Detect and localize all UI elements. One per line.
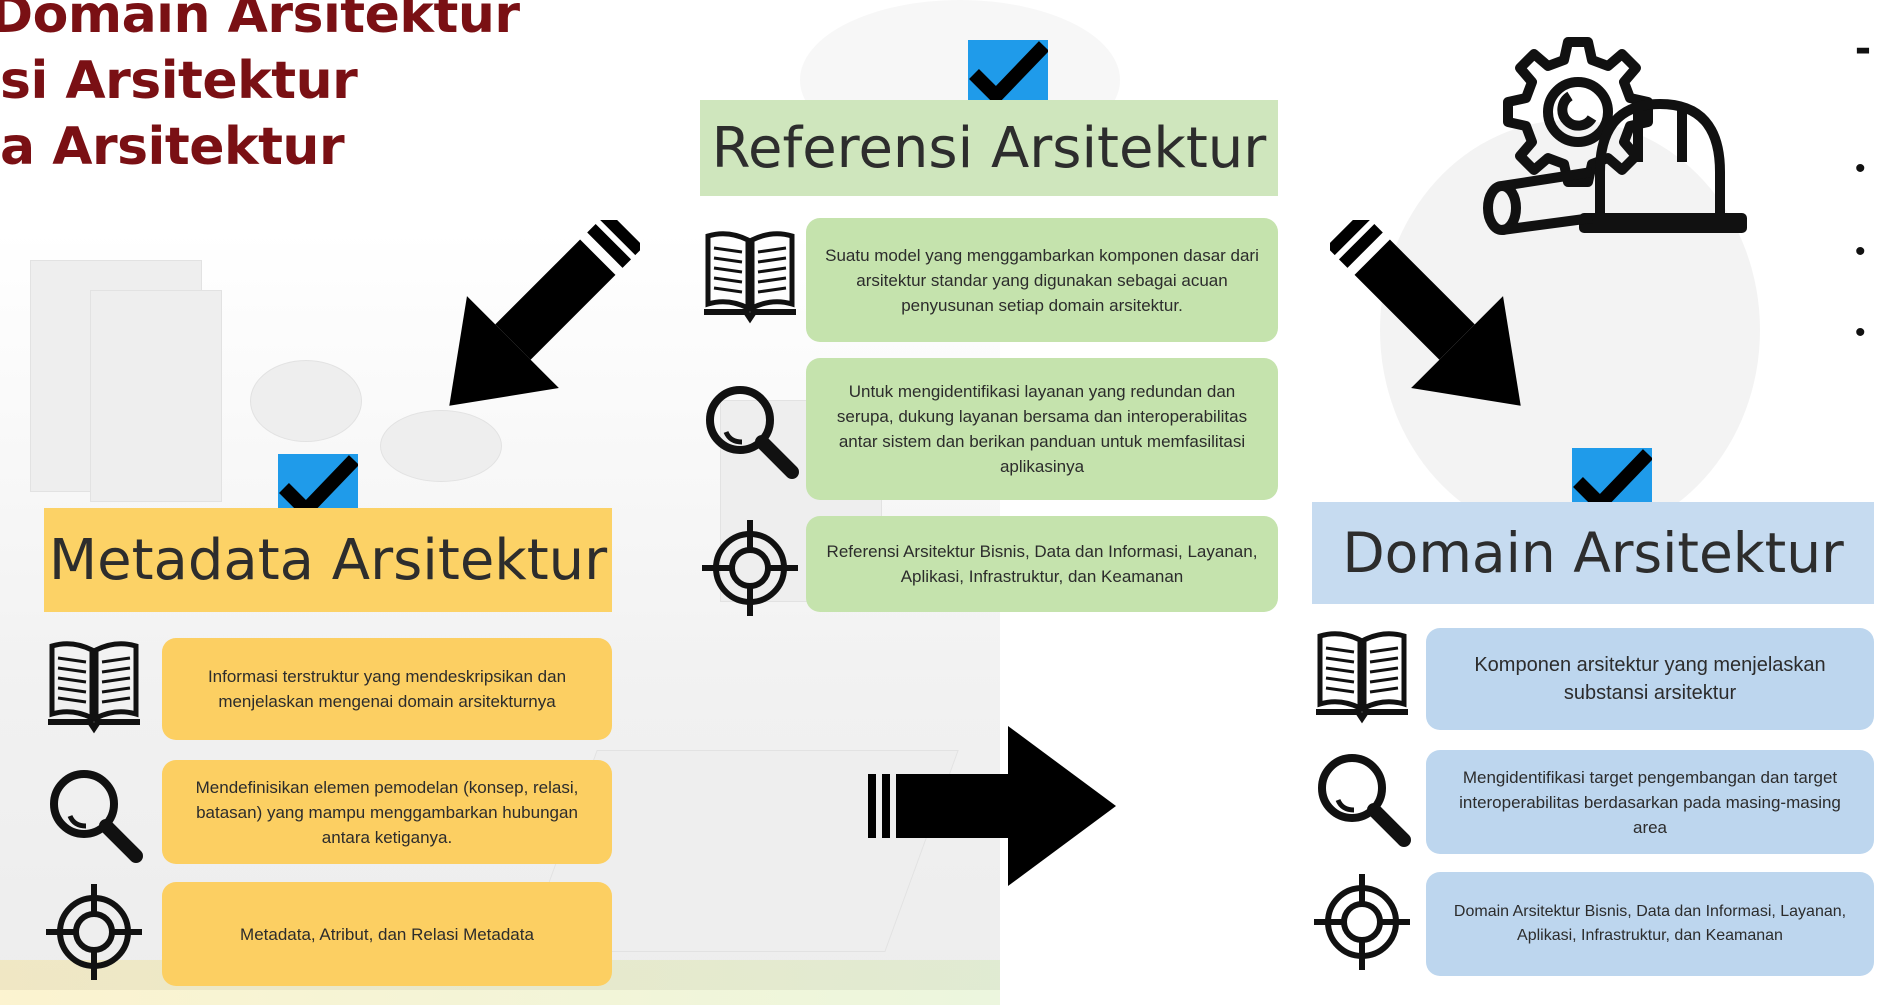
metadata-title: Metadata Arsitektur	[44, 508, 612, 612]
domain-title: Domain Arsitektur	[1312, 502, 1874, 604]
arrow-down-right	[1330, 220, 1521, 406]
arrow-right	[868, 726, 1116, 886]
referensi-title: Referensi Arsitektur	[700, 100, 1278, 196]
check-icon	[968, 40, 1050, 108]
right-edge-bullet: •	[1855, 152, 1866, 185]
target-icon	[702, 520, 798, 616]
main-heading: Domain Arsitektur si Arsitektur a Arsite…	[0, 0, 520, 180]
domain-desc-text: Komponen arsitektur yang menjelaskan sub…	[1474, 654, 1826, 704]
arrow-down-left	[449, 220, 640, 406]
domain-scope-text: Domain Arsitektur Bisnis, Data dan Infor…	[1453, 903, 1847, 944]
heading-line: a Arsitektur	[0, 117, 345, 177]
metadata-scope-box: Metadata, Atribut, dan Relasi Metadata	[162, 882, 612, 986]
book-icon	[704, 231, 796, 324]
target-icon	[46, 884, 142, 980]
heading-line: Domain Arsitektur	[0, 0, 520, 45]
referensi-purpose-box: Untuk mengidentifikasi layanan yang redu…	[806, 358, 1278, 500]
domain-scope-box: Domain Arsitektur Bisnis, Data dan Infor…	[1426, 872, 1874, 976]
domain-desc-box: Komponen arsitektur yang menjelaskan sub…	[1426, 628, 1874, 730]
metadata-scope-text: Metadata, Atribut, dan Relasi Metadata	[240, 924, 534, 944]
referensi-scope-text: Referensi Arsitektur Bisnis, Data dan In…	[826, 542, 1258, 586]
referensi-purpose-text: Untuk mengidentifikasi layanan yang redu…	[836, 382, 1248, 476]
metadata-purpose-box: Mendefinisikan elemen pemodelan (konsep,…	[162, 760, 612, 864]
referensi-scope-box: Referensi Arsitektur Bisnis, Data dan In…	[806, 516, 1278, 612]
metadata-purpose-text: Mendefinisikan elemen pemodelan (konsep,…	[195, 777, 579, 847]
metadata-desc-text: Informasi terstruktur yang mendeskripsik…	[207, 667, 567, 711]
target-icon	[1314, 874, 1410, 970]
right-edge-bullet: •	[1855, 235, 1866, 268]
heading-line: si Arsitektur	[0, 51, 358, 111]
book-icon	[48, 641, 140, 734]
domain-purpose-box: Mengidentifikasi target pengembangan dan…	[1426, 750, 1874, 854]
right-edge-bullet: •	[1855, 316, 1866, 349]
right-edge-dash: -	[1855, 21, 1871, 74]
magnifier-icon	[1318, 754, 1411, 847]
referensi-desc-box: Suatu model yang menggambarkan komponen …	[806, 218, 1278, 342]
domain-purpose-text: Mengidentifikasi target pengembangan dan…	[1459, 767, 1841, 837]
referensi-desc-text: Suatu model yang menggambarkan komponen …	[825, 245, 1259, 315]
book-icon	[1316, 631, 1408, 724]
magnifier-icon	[50, 770, 143, 863]
gear-helmet-icon	[1483, 37, 1747, 235]
magnifier-icon	[706, 386, 799, 479]
metadata-desc-box: Informasi terstruktur yang mendeskripsik…	[162, 638, 612, 740]
